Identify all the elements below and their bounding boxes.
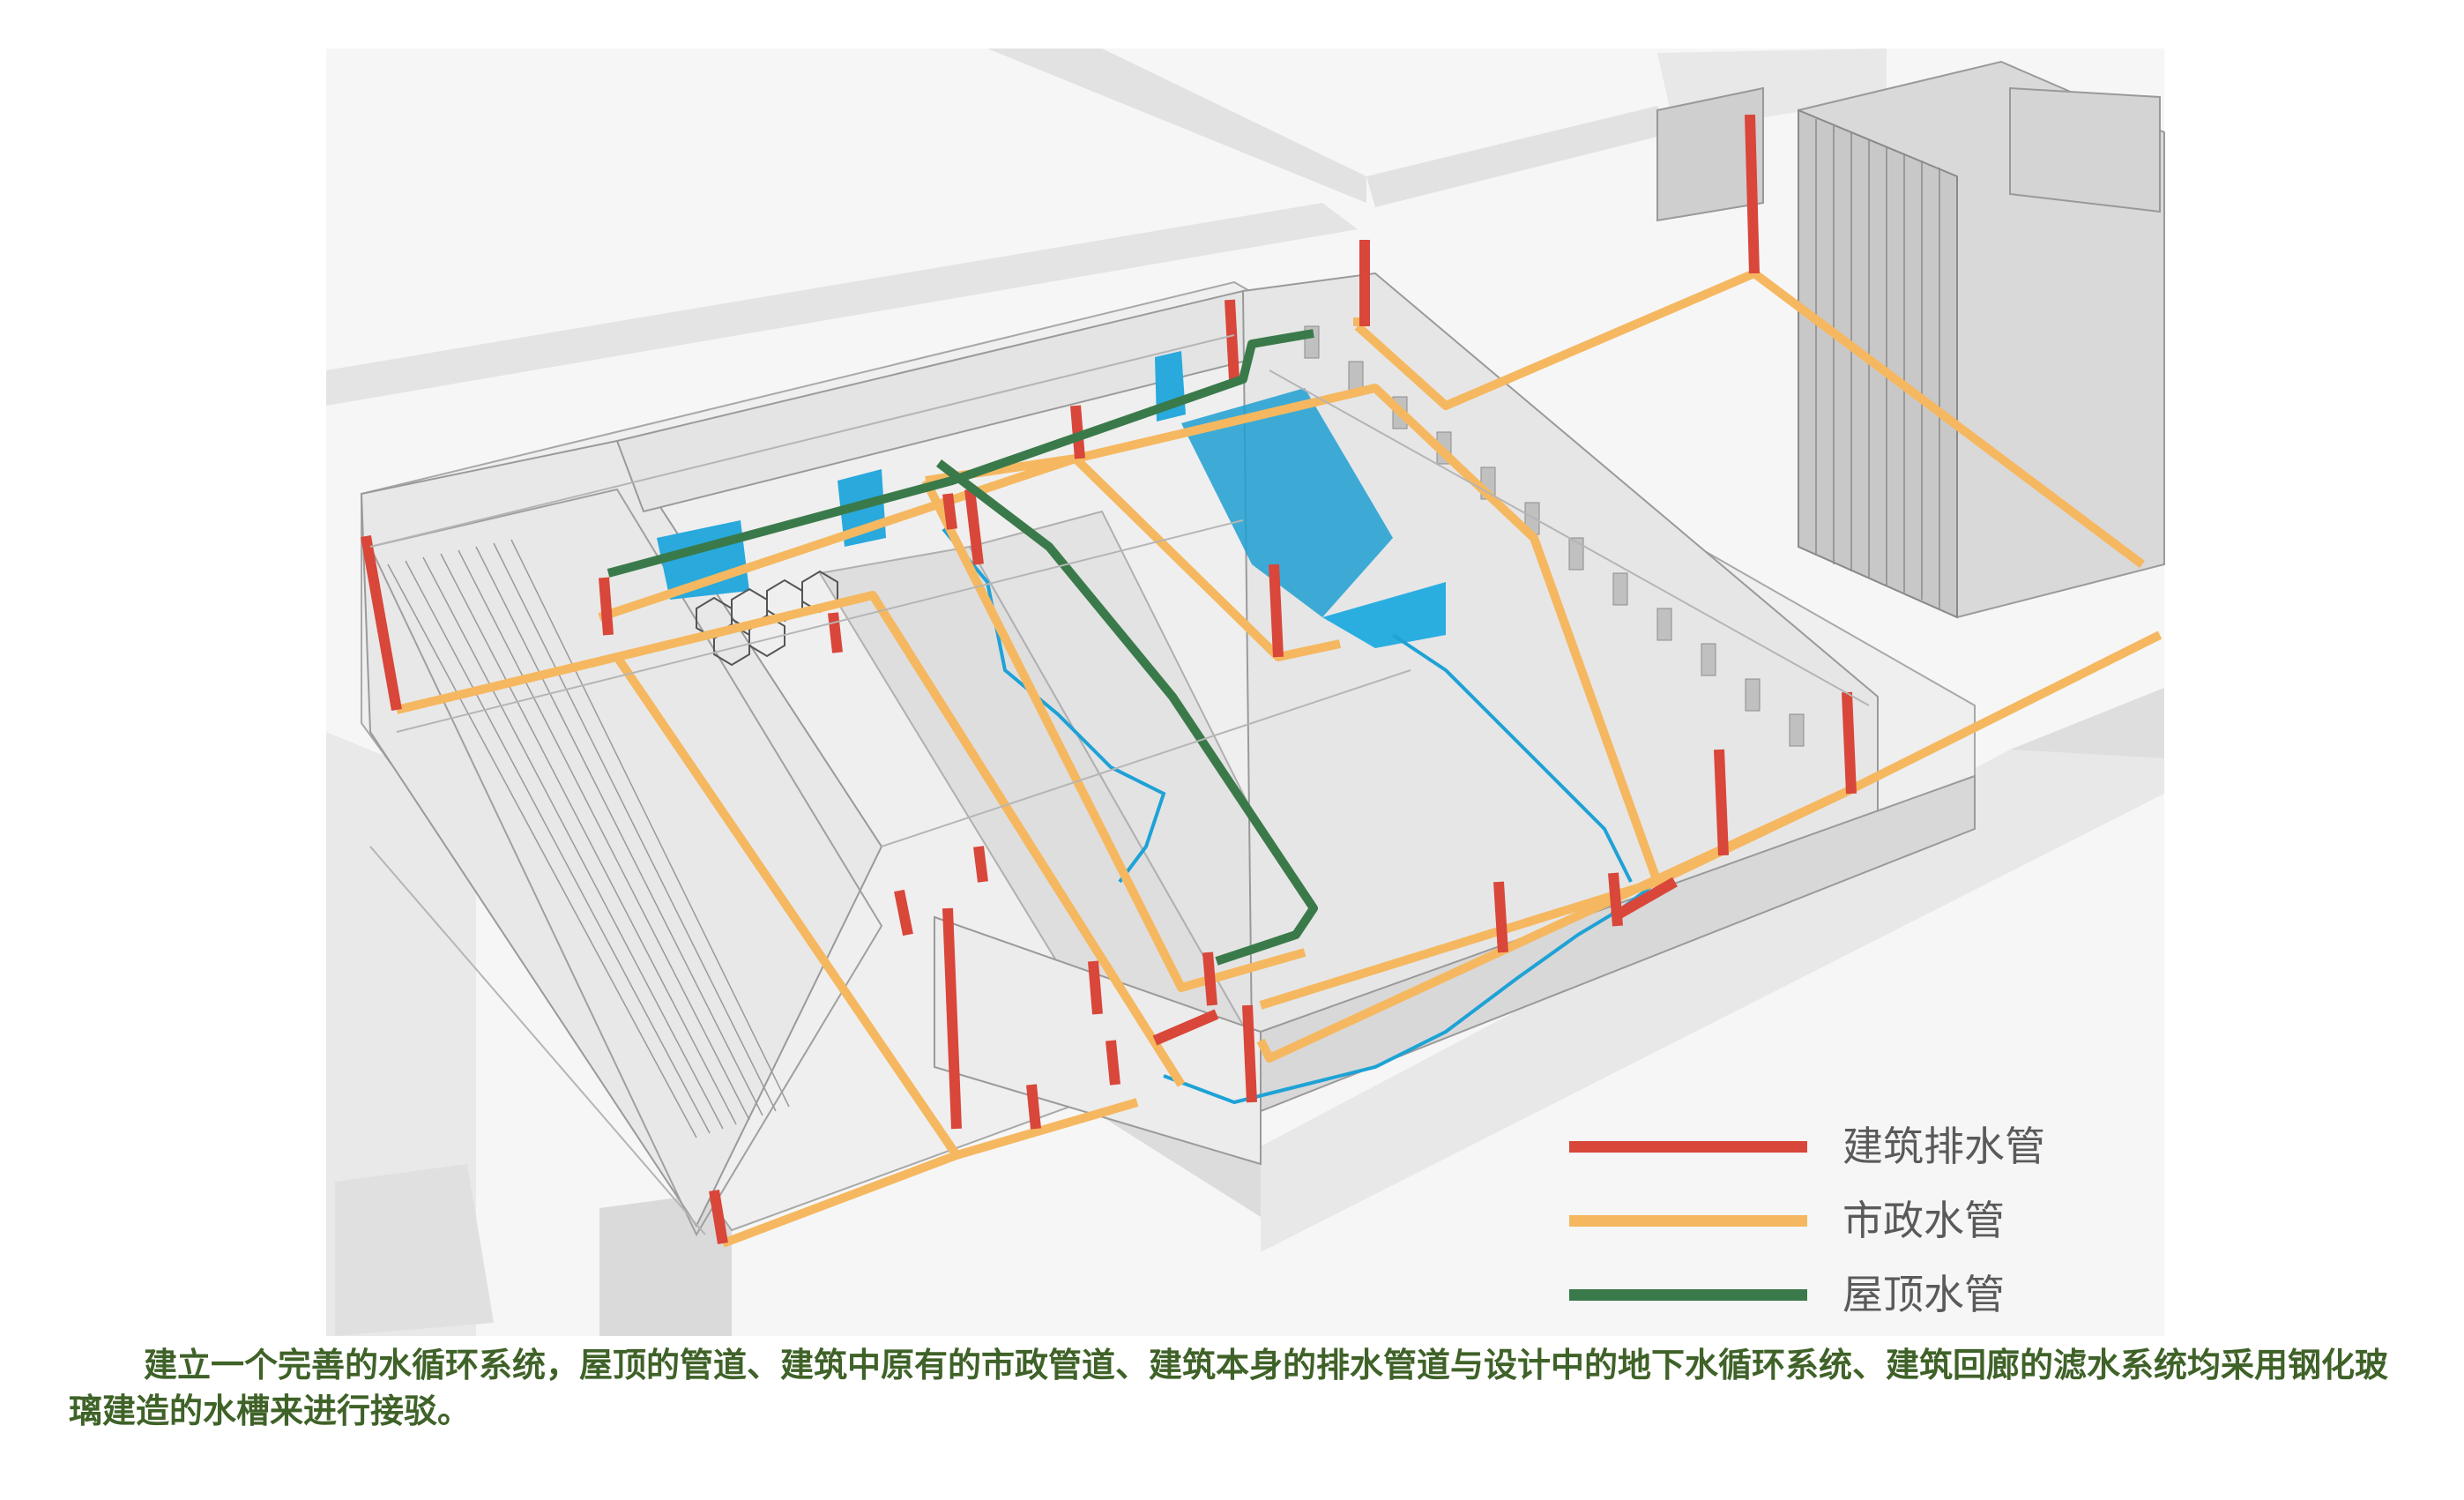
legend-swatch-orange: [1569, 1215, 1807, 1227]
legend-swatch-green: [1569, 1289, 1807, 1301]
legend-swatch-red: [1569, 1141, 1807, 1153]
legend-label: 建筑排水管: [1842, 1123, 2045, 1170]
legend-item-drain-pipe: 建筑排水管: [1569, 1120, 2186, 1173]
legend-label: 市政水管: [1842, 1197, 2005, 1244]
hex-filter-pattern: [696, 570, 838, 667]
drain-pipes: [361, 114, 1857, 1244]
tall-building-right: [1656, 60, 2165, 619]
municipal-pipes: [395, 269, 2163, 1248]
legend-item-roof-pipe: 屋顶水管: [1569, 1268, 2186, 1321]
water-cells-roof: [657, 351, 1446, 648]
legend-label: 屋顶水管: [1842, 1271, 2005, 1318]
water-channel-chain: [942, 527, 1659, 1105]
structure-lines: [369, 334, 1870, 1235]
legend-item-municipal-pipe: 市政水管: [1569, 1194, 2186, 1247]
figure-caption: 建立一个完善的水循环系统，屋顶的管道、建筑中原有的市政管道、建筑本身的排水管道与…: [69, 1345, 2389, 1430]
roof-pipes: [607, 329, 1318, 966]
main-building-complex: [360, 272, 1976, 1237]
pipe-legend: 建筑排水管 市政水管 屋顶水管: [1569, 1120, 2186, 1349]
